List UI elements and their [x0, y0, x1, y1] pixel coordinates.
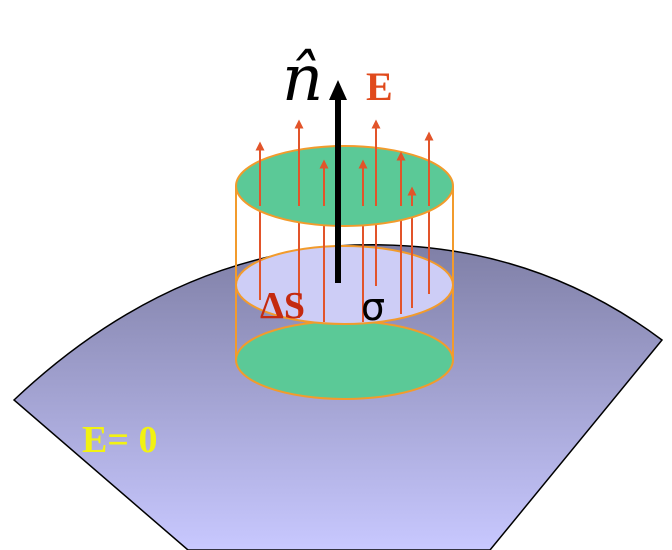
normal-label: n̂: [282, 42, 323, 116]
area-element-label: ΔS: [260, 285, 305, 327]
pillbox-top-cap: [235, 145, 454, 227]
normal-vector-head: [329, 80, 347, 100]
surface-area-element: [235, 245, 454, 325]
inside-field-label: E= 0: [82, 419, 158, 461]
charge-density-label: σ: [361, 285, 385, 329]
field-label: E: [366, 64, 393, 109]
pillbox-bottom-cap: [235, 320, 454, 400]
field-lines-above-cap: [255, 119, 434, 206]
